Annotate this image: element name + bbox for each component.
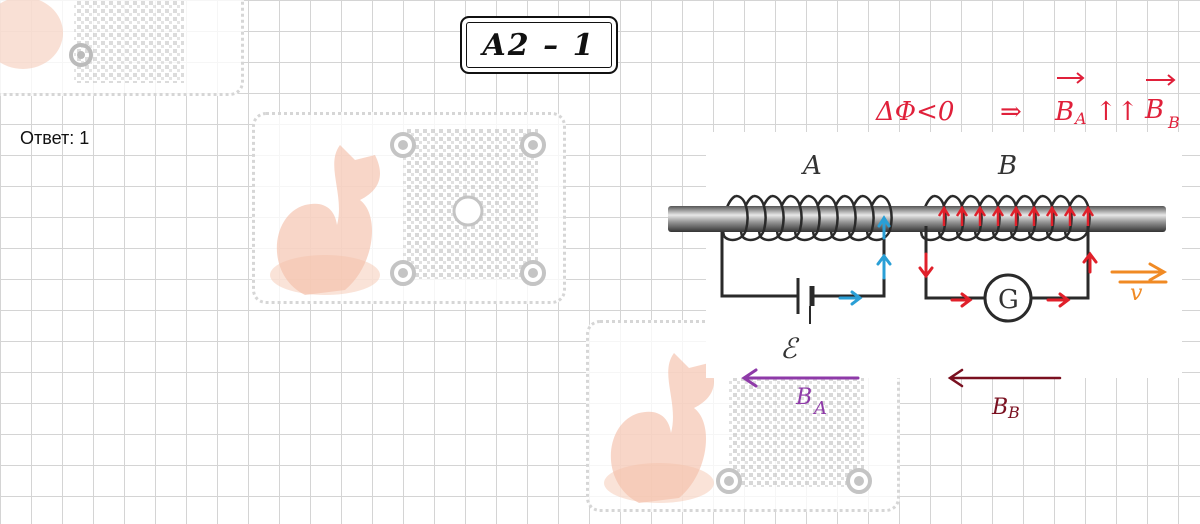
coil-turn-front	[1028, 194, 1055, 242]
circuit-b	[924, 226, 1090, 323]
field-relation-right-sub: B	[1167, 113, 1180, 132]
induced-current-arrow	[1027, 205, 1041, 226]
iron-rod	[668, 206, 1166, 232]
coil-b-front	[920, 194, 1095, 242]
velocity-label: v	[1130, 281, 1143, 306]
coil-b-label: B	[997, 151, 1017, 181]
field-relation-right: B	[1144, 95, 1164, 125]
coil-turn-front	[758, 194, 785, 242]
implies-symbol: ⇒	[1000, 97, 1022, 127]
field-a-subscript: A	[812, 398, 827, 419]
coil-turn-front	[920, 194, 947, 242]
coil-turn-front	[848, 194, 875, 242]
field-a-label: B	[795, 385, 812, 410]
vector-arrow-a	[1057, 72, 1085, 84]
galvanometer	[983, 273, 1033, 323]
induced-current-arrow	[991, 205, 1005, 226]
field-arrow-b	[947, 368, 1062, 388]
induced-current-arrow	[1081, 205, 1095, 226]
qr-code-icon	[69, 0, 184, 83]
coil-a-label: A	[801, 151, 822, 181]
flux-annotation: ΔΦ<0 ⇒ B A ↑↑ B B	[875, 72, 1180, 132]
circuit-a	[720, 224, 886, 324]
field-relation-operator: ↑↑	[1095, 97, 1139, 127]
coil-turn-front	[830, 194, 857, 242]
fox-illustration	[0, 0, 63, 69]
fox-illustration	[270, 145, 380, 295]
coil-turn-front	[992, 194, 1019, 242]
velocity-arrow	[1110, 262, 1168, 284]
answer-text: Ответ: 1	[20, 128, 90, 148]
task-number-box: A2 – 1	[460, 16, 618, 74]
coil-turn-front	[956, 194, 983, 242]
task-number: A2 – 1	[482, 27, 596, 63]
induced-current-arrow	[1009, 205, 1023, 226]
coil-turn-front	[1010, 194, 1037, 242]
coil-turn-front	[1046, 194, 1073, 242]
diagram-panel	[706, 132, 1182, 378]
coil-a-front	[722, 194, 893, 242]
coil-turn-front	[776, 194, 803, 242]
field-b-subscript: B	[1007, 403, 1020, 422]
watermark-card-top-left	[0, 0, 244, 96]
fox-illustration	[604, 353, 714, 503]
induced-current-arrow	[1045, 205, 1059, 226]
induced-current-arrow	[937, 205, 951, 226]
vector-arrow-b	[1146, 74, 1176, 86]
watermark-card-middle	[252, 112, 566, 304]
coil-turn-front	[794, 194, 821, 242]
coil-turn-front	[974, 194, 1001, 242]
current-arrows-a	[838, 215, 892, 306]
field-arrow-a	[741, 368, 860, 388]
emf-label: ℰ	[780, 332, 800, 365]
coil-turn-front	[938, 194, 965, 242]
coil-turn-front	[812, 194, 839, 242]
induced-current-arrow	[973, 205, 987, 226]
induced-current-arrow	[1063, 205, 1077, 226]
induced-current-arrow	[955, 205, 969, 226]
field-relation-left: B	[1054, 97, 1074, 127]
coil-turn-front	[740, 194, 767, 242]
coil-turn-front	[866, 194, 893, 242]
field-b-label: B	[991, 395, 1008, 420]
flux-condition: ΔΦ<0	[875, 97, 954, 127]
galvanometer-label: G	[998, 285, 1019, 315]
coil-turn-front	[722, 194, 749, 242]
qr-code-icon	[390, 129, 546, 286]
current-arrows-b	[918, 251, 1098, 308]
field-relation-left-sub: A	[1073, 109, 1087, 128]
